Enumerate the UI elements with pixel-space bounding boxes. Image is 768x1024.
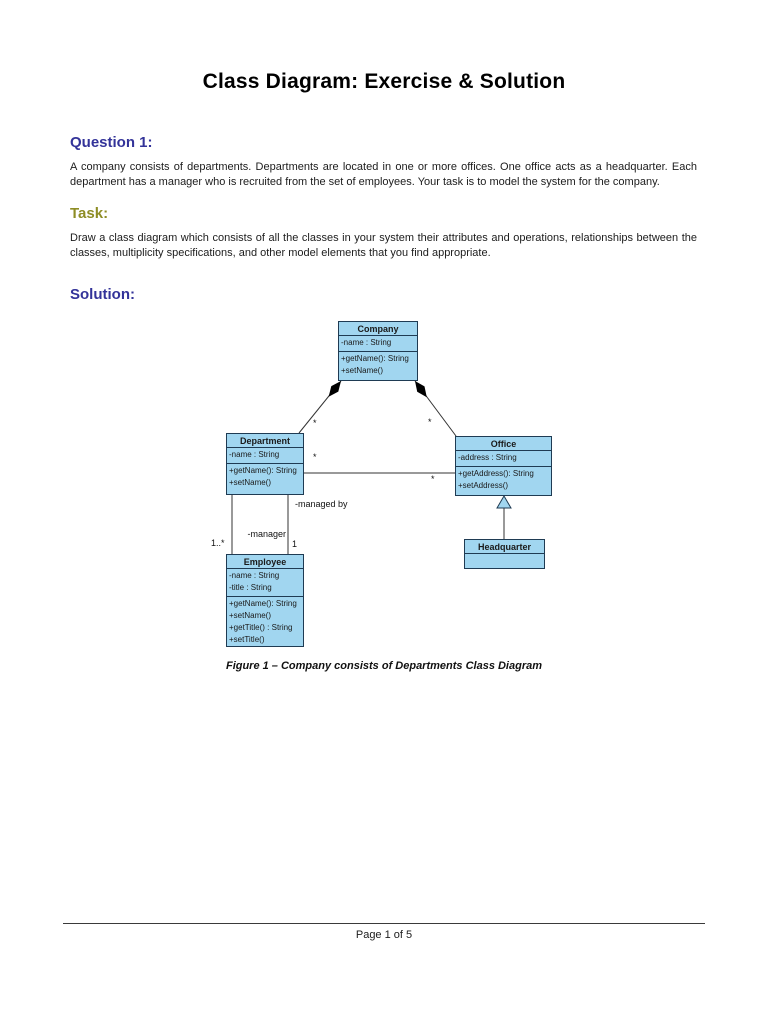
role-label-managed-by: -managed by: [295, 499, 348, 509]
class-box-company: Company -name : String +getName(): Strin…: [338, 321, 418, 381]
operations-compartment: +getAddress(): String +setAddress(): [456, 467, 551, 494]
class-operation: +getName(): String: [229, 599, 297, 608]
class-operation: +setName(): [229, 611, 272, 620]
role-label-manager: -manager: [247, 529, 286, 539]
class-name: Headquarter: [465, 540, 544, 554]
heading-solution: Solution:: [70, 286, 135, 303]
class-operation: +setName(): [341, 366, 384, 375]
operations-compartment: +getName(): String +setName() +getTitle(…: [227, 597, 303, 646]
generalization-triangle-icon: [496, 495, 512, 509]
class-operation: +getName(): String: [229, 466, 297, 475]
class-operation: +setAddress(): [458, 481, 509, 490]
class-name: Office: [456, 437, 551, 451]
multiplicity-label: 1: [292, 539, 298, 549]
page-footer: Page 1 of 5: [63, 923, 705, 941]
question-paragraph: A company consists of departments. Depar…: [70, 161, 697, 188]
class-name: Company: [339, 322, 417, 336]
class-attribute: -name : String: [229, 450, 280, 459]
operations-compartment: +getName(): String +setName(): [339, 352, 417, 379]
class-attribute: -address : String: [458, 453, 517, 462]
task-paragraph: Draw a class diagram which consists of a…: [70, 232, 697, 259]
class-operation: +setTitle(): [229, 635, 265, 644]
empty-compartment: [465, 554, 544, 568]
heading-question: Question 1:: [70, 134, 153, 151]
attributes-compartment: -name : String: [227, 448, 303, 464]
class-attribute: -name : String: [229, 571, 280, 580]
class-box-department: Department -name : String +getName(): St…: [226, 433, 304, 495]
class-operation: +setName(): [229, 478, 272, 487]
multiplicity-label: *: [431, 474, 435, 484]
attributes-compartment: -name : String: [339, 336, 417, 352]
document-content: Question 1: A company consists of depart…: [0, 134, 768, 303]
multiplicity-label: *: [313, 452, 317, 462]
figure-caption: Figure 1 – Company consists of Departmen…: [225, 660, 543, 672]
class-attribute: -title : String: [229, 583, 272, 592]
attributes-compartment: -name : String -title : String: [227, 569, 303, 597]
attributes-compartment: -address : String: [456, 451, 551, 467]
multiplicity-label: 1..*: [211, 538, 225, 548]
composition-diamond-icon: [328, 381, 341, 397]
multiplicity-label: *: [313, 418, 317, 428]
uml-connectors: [231, 380, 512, 554]
heading-task: Task:: [70, 205, 109, 222]
class-operation: +getTitle() : String: [229, 623, 293, 632]
class-box-headquarter: Headquarter: [464, 539, 545, 569]
page-title: Class Diagram: Exercise & Solution: [202, 70, 566, 93]
class-attribute: -name : String: [341, 338, 392, 347]
class-name: Department: [227, 434, 303, 448]
class-operation: +getName(): String: [341, 354, 409, 363]
class-box-employee: Employee -name : String -title : String …: [226, 554, 304, 647]
multiplicity-label: *: [428, 417, 432, 427]
class-name: Employee: [227, 555, 303, 569]
page-number: Page 1 of 5: [355, 929, 413, 941]
operations-compartment: +getName(): String +setName(): [227, 464, 303, 491]
uml-class-diagram: Company -name : String +getName(): Strin…: [0, 318, 768, 652]
class-box-office: Office -address : String +getAddress(): …: [455, 436, 552, 496]
class-operation: +getAddress(): String: [458, 469, 534, 478]
composition-diamond-icon: [415, 381, 427, 398]
